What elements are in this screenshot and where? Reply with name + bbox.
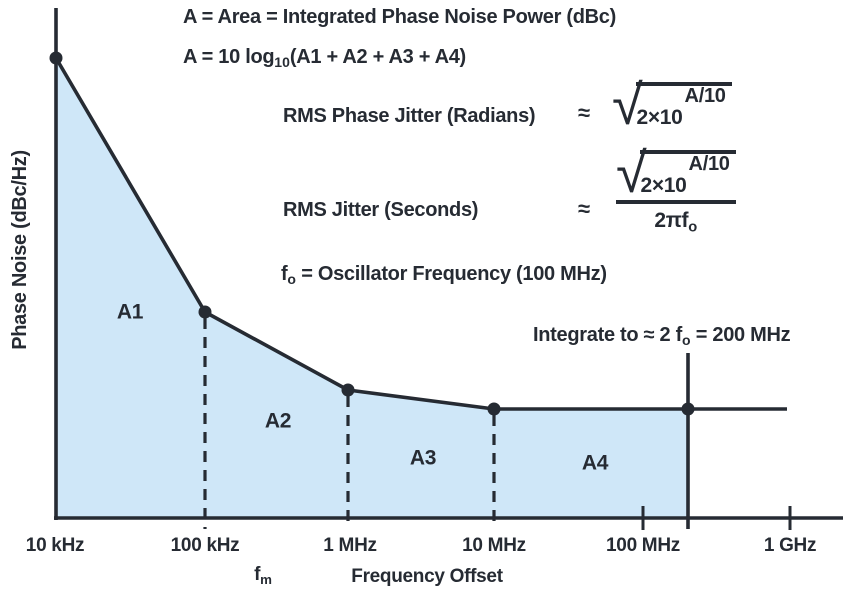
fo-base: f [281,263,288,285]
area-label-a2: A2 [264,409,292,433]
radicand-exponent: A/10 [684,85,726,107]
x-tick-label-1ghz: 1 GHz [763,535,817,556]
area-label-a1: A1 [116,300,144,324]
integrate-subscript: o [681,332,691,349]
fm-subscript: m [260,571,272,587]
oscillator-frequency-note: fo = Oscillator Frequency (100 MHz) [281,262,607,288]
x-axis-label: Frequency Offset [351,566,503,587]
integrate-suffix: = 200 MHz [690,324,791,346]
data-point-10khz [49,51,63,65]
denominator-subscript: o [688,219,698,236]
x-tick-label-10khz: 10 kHz [25,535,85,556]
sqrt-construct: √2×10A/10 [612,77,732,132]
data-point-200mhz [681,402,695,416]
data-point-10mhz [487,402,501,416]
log-subscript: 10 [274,54,290,71]
approx-sign-radians: ≈ [578,100,590,125]
x-tick-label-100khz: 100 kHz [170,535,240,556]
integrated-noise-area [56,58,688,518]
fo-rest: = Oscillator Frequency (100 MHz) [295,263,607,285]
formula-rms-phase-jitter-label: RMS Phase Jitter (Radians) [283,105,536,127]
integrate-annotation: Integrate to ≈ 2 fo = 200 MHz [533,323,791,349]
formula-rms-jitter-seconds-label: RMS Jitter (Seconds) [283,199,479,221]
x-tick-label-10mhz: 10 MHz [462,535,526,556]
formula-area-definition: A = Area = Integrated Phase Noise Power … [183,6,616,28]
data-point-100khz [198,305,212,319]
fm-base: f [254,564,261,585]
sqrt-construct: √2×10A/10 [616,145,736,200]
log-args: (A1 + A2 + A3 + A4) [289,46,466,68]
radicand-base: 2×10 [640,174,687,197]
data-point-1mhz [341,383,355,397]
integrate-prefix: Integrate to ≈ 2 f [533,324,682,346]
formula-rms-jitter-seconds-fraction: √2×10A/10 2πfo [616,145,736,236]
x-tick-label-1mhz: 1 MHz [323,535,377,556]
fraction-construct: √2×10A/10 2πfo [616,145,736,236]
approx-sign-seconds: ≈ [578,196,590,221]
y-axis-label: Phase Noise (dBc/Hz) [9,150,31,350]
fraction-bar [616,200,736,204]
x-tick-label-100mhz: 100 MHz [606,535,680,556]
area-label-a4: A4 [581,451,609,475]
fo-subscript: o [287,271,296,288]
fm-symbol: fm [254,564,272,588]
radicand-exponent: A/10 [688,153,730,175]
formula-integrated-power: A = 10 log10(A1 + A2 + A3 + A4) [183,45,466,71]
fraction-denominator: 2πfo [654,209,698,236]
formula-rms-phase-jitter-sqrt: √2×10A/10 [612,77,732,132]
area-label-a3: A3 [409,446,437,470]
log-prefix: A = 10 log [183,46,275,68]
radicand-base: 2×10 [636,106,683,129]
